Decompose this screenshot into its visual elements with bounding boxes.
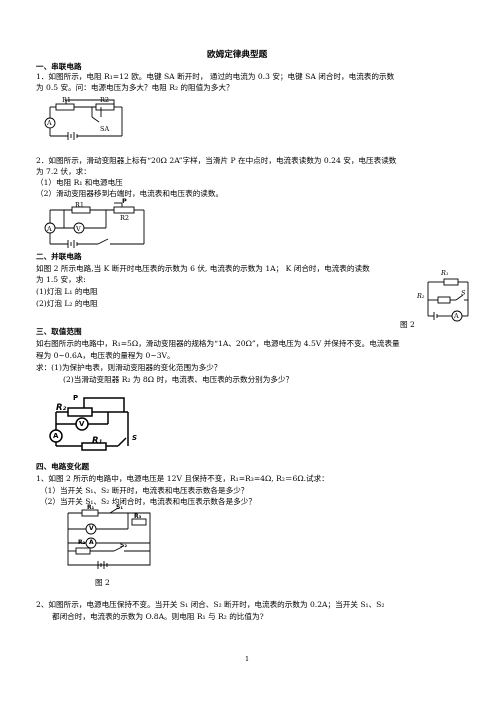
question-text: (2)灯泡 L₂ 的电阻 xyxy=(36,299,98,308)
figure-caption: 图 2 xyxy=(400,320,415,329)
figure-caption: 图 2 xyxy=(95,578,110,587)
question-text: 2、如图所示，电源电压保持不变。当开关 S₁ 闭合、S₂ 断开时，电流表的示数为… xyxy=(36,600,385,609)
circuit-diagram-change xyxy=(67,507,151,569)
question-text: 1．如图所示，电阻 R₁=12 欧。电键 SA 断开时， 通过的电流为 0.3 … xyxy=(36,72,395,81)
circuit-diagram-rheostat xyxy=(44,202,145,248)
question-text: (2)当滑动变阻器 R₂ 为 8Ω 时，电流表、电压表的示数分别为多少？ xyxy=(63,375,294,384)
section-heading-series: 一、串联电路 xyxy=(36,62,82,71)
question-text: （1）当开关 S₁、S₂ 断开时，电流表和电压表示数各是多少？ xyxy=(40,486,249,495)
label-s2: S₂ xyxy=(120,542,127,549)
section-heading-change: 四、电路变化题 xyxy=(36,462,90,471)
label-r2: R2 xyxy=(100,96,110,104)
label-ammeter: A xyxy=(47,119,52,127)
question-text: 2．如图所示，滑动变阻器上标有“20Ω 2A”字样，当滑片 P 在中点时，电流表… xyxy=(36,156,397,165)
question-text: 如图 2 所示电路,当 K 断开时电压表的示数为 6 伏, 电流表的示数为 1A… xyxy=(36,264,370,273)
circuit-diagram-series xyxy=(44,99,123,140)
label-switch-sa: SA xyxy=(100,125,110,133)
label-switch-s: S xyxy=(132,434,138,442)
label-ammeter: A xyxy=(454,312,459,320)
question-text: 都闭合时，电流表的示数为 O.8A。则电阻 R₁ 与 R₂ 的比值为? xyxy=(52,612,264,621)
question-text: （2）滑动变阻器移到右端时，电流表和电压表的读数。 xyxy=(36,189,224,198)
label-ammeter: A xyxy=(47,225,52,233)
circuit-diagram-range xyxy=(49,397,129,451)
label-r2: R₂ xyxy=(417,292,425,300)
label-r2: R₂ xyxy=(78,539,86,546)
label-r2: R2 xyxy=(120,214,130,222)
label-r1: R₁ xyxy=(87,504,95,511)
page-number: 1 xyxy=(245,655,250,663)
question-text: （2）当开关 S₁、S₂ 均闭合时，电流表和电压表示数各是多少？ xyxy=(40,497,256,506)
question-text: 求：(1)为保护电表，则滑动变阻器的变化范围为多少？ xyxy=(36,363,222,372)
label-ammeter: A xyxy=(89,539,94,546)
question-text: 如右图所示的电路中，R₁=5Ω，滑动变阻器的规格为“1A、20Ω”，电源电压为 … xyxy=(36,339,400,348)
label-r1: R1 xyxy=(75,201,85,209)
label-slider-p: P xyxy=(122,197,127,205)
label-r1: R₁ xyxy=(441,269,449,277)
page-title: 欧姆定律典型题 xyxy=(207,50,268,60)
label-r1: R1 xyxy=(62,96,72,104)
label-voltmeter: V xyxy=(89,525,94,532)
section-heading-parallel: 二、并联电路 xyxy=(36,252,82,261)
question-text: 为 1.5 安，求: xyxy=(36,275,86,284)
question-text: 1、如图 2 所示的电路中，电源电压是 12V 且保持不变，R₁=R₃=4Ω, … xyxy=(36,474,329,483)
label-voltmeter: V xyxy=(79,420,85,428)
question-text: (1)灯泡 L₁ 的电阻 xyxy=(36,287,98,296)
label-switch-s: S xyxy=(461,289,466,297)
question-text: （1）电阻 R₁ 和电源电压 xyxy=(36,178,123,187)
label-voltmeter: V xyxy=(76,225,81,233)
label-r1: R₁ xyxy=(92,436,103,446)
label-s1: S₁ xyxy=(116,504,123,511)
label-r2: R₂ xyxy=(56,403,67,413)
label-r3: R₃ xyxy=(134,513,142,520)
question-text: 程为 0~0.6A，电压表的量程为 0~3V。 xyxy=(36,351,175,360)
section-heading-range: 三、取值范围 xyxy=(36,327,82,336)
label-ammeter: A xyxy=(53,432,59,440)
label-slider-p: P xyxy=(73,394,79,402)
circuit-diagram-parallel xyxy=(427,278,469,322)
question-text: 为 0.5 安。问：电源电压为多大？电阻 R₂ 的阻值为多大？ xyxy=(36,83,234,92)
question-text: 为 7.2 伏，求： xyxy=(36,167,91,176)
